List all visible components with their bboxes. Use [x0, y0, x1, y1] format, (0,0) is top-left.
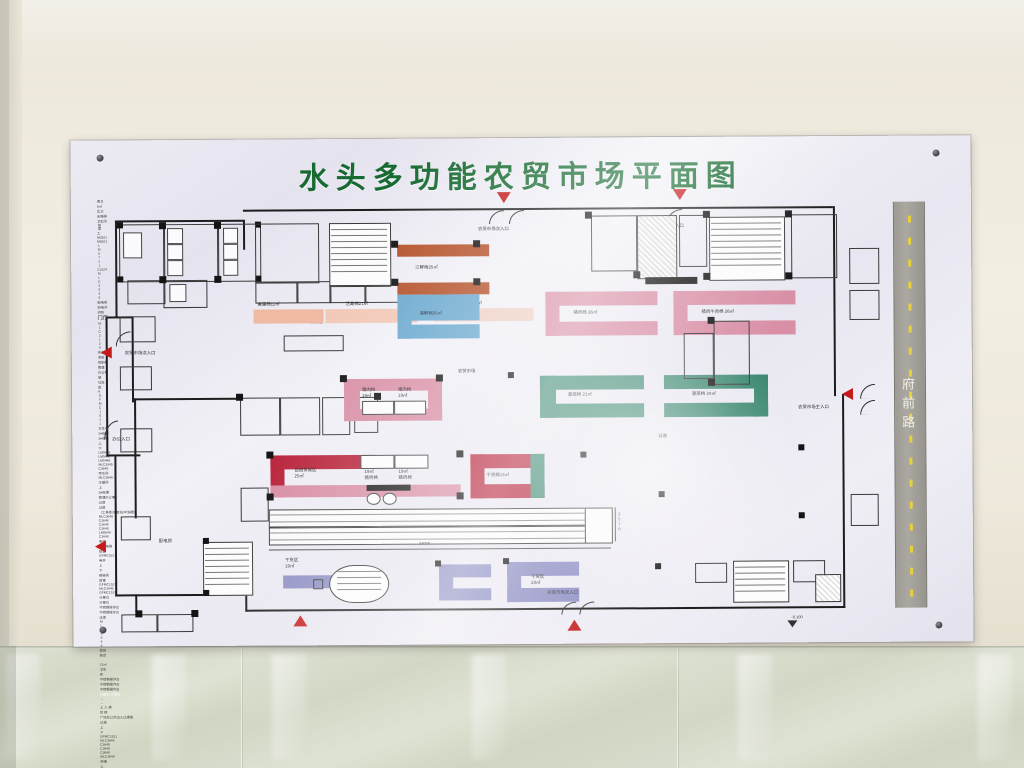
- stall-label: 猪肉档: [364, 474, 378, 480]
- board-title: 水头多功能农贸市场平面图: [298, 159, 743, 196]
- entrance-label-main: 农贸市场主入口: [798, 404, 829, 410]
- stall-seafood-c: [397, 324, 480, 339]
- stall-area: 26㎡: [724, 308, 735, 314]
- entrance-marker-top-left: [496, 192, 511, 204]
- stall-label: 活禽档: [345, 300, 359, 307]
- room-label-distribution: 配电房: [158, 538, 173, 544]
- stall-area: 13㎡: [499, 472, 509, 478]
- aisle-label: 过道: [658, 433, 668, 439]
- stall-area: 11㎡: [270, 301, 280, 307]
- stall-label: 干货区: [285, 557, 299, 563]
- road-name-label: 府前路: [901, 376, 919, 430]
- entrance-marker-top-right: [672, 188, 687, 201]
- floor-plan-signboard[interactable]: 水头多功能农贸市场平面图: [70, 135, 974, 768]
- entrance-marker-left-upper: [100, 346, 112, 359]
- stall-label: 干货区: [531, 573, 545, 579]
- stall-area: 19㎡: [362, 392, 372, 398]
- stall-label: 自由贸易区: [294, 467, 317, 473]
- entrance-label: 农贸市场次入口: [477, 226, 509, 232]
- stall-label: 猪肉档: [397, 386, 412, 392]
- stall-area: 21㎡: [358, 300, 368, 306]
- tile-wainscot: [0, 646, 1024, 768]
- stall-label: 禽蛋档: [257, 301, 271, 307]
- stall-area: 19㎡: [364, 468, 374, 474]
- entrance-label: 农贸市场次入口: [547, 589, 578, 595]
- stall-label: 海鲜档: [419, 310, 433, 316]
- stall-label: 干货档: [486, 472, 500, 478]
- stall-label: 蔬菜档: [568, 391, 582, 397]
- side-dimension: 3570: [616, 511, 622, 532]
- stall-area: 24㎡: [706, 390, 716, 396]
- wall-top-glow: [0, 0, 1024, 70]
- stall-label: 猪肉档: [573, 309, 587, 315]
- stall-free-trade-a: [270, 454, 375, 470]
- stall-pork-beef: [673, 290, 796, 306]
- stall-area: 19㎡: [285, 562, 295, 568]
- stall-area: 25㎡: [294, 472, 304, 478]
- stall-area: 21㎡: [582, 391, 592, 397]
- level-marker: -0.100: [791, 614, 803, 620]
- stall-pork-top-a: [545, 291, 658, 306]
- stall-label: 猪肉档: [361, 386, 376, 392]
- stall-label: 江鲜档: [415, 264, 429, 270]
- stall-label: 猪肉档: [398, 474, 412, 480]
- road-fuqian: 府前路: [892, 201, 928, 608]
- market-label: 农贸市场: [457, 368, 476, 374]
- tile-top-seam: [0, 646, 1024, 649]
- stall-area: 26㎡: [587, 309, 598, 315]
- entrance-marker-main: [841, 387, 854, 401]
- stall-area: 25㎡: [428, 264, 438, 270]
- wall-corner-edge: [0, 0, 9, 646]
- stall-area: 23㎡: [531, 579, 541, 585]
- stall-label: 蔬菜档: [692, 390, 706, 396]
- stall-area: 19㎡: [398, 392, 408, 398]
- stall-area: 19㎡: [398, 468, 408, 474]
- entrance-marker-bottom-center: [567, 619, 582, 631]
- stall-poultry-egg: [253, 309, 324, 324]
- stall-label: 猪肉牛肉档: [701, 308, 724, 314]
- entrance-label: 农贸市场次入口: [124, 350, 156, 356]
- entrance-marker-left-lower: [94, 540, 106, 553]
- stall-area: 35㎡: [432, 310, 443, 316]
- corridor-dimension: 24000: [418, 540, 431, 546]
- entrance-marker-bottom-left: [293, 615, 308, 627]
- tile-left-shadow: [0, 646, 16, 768]
